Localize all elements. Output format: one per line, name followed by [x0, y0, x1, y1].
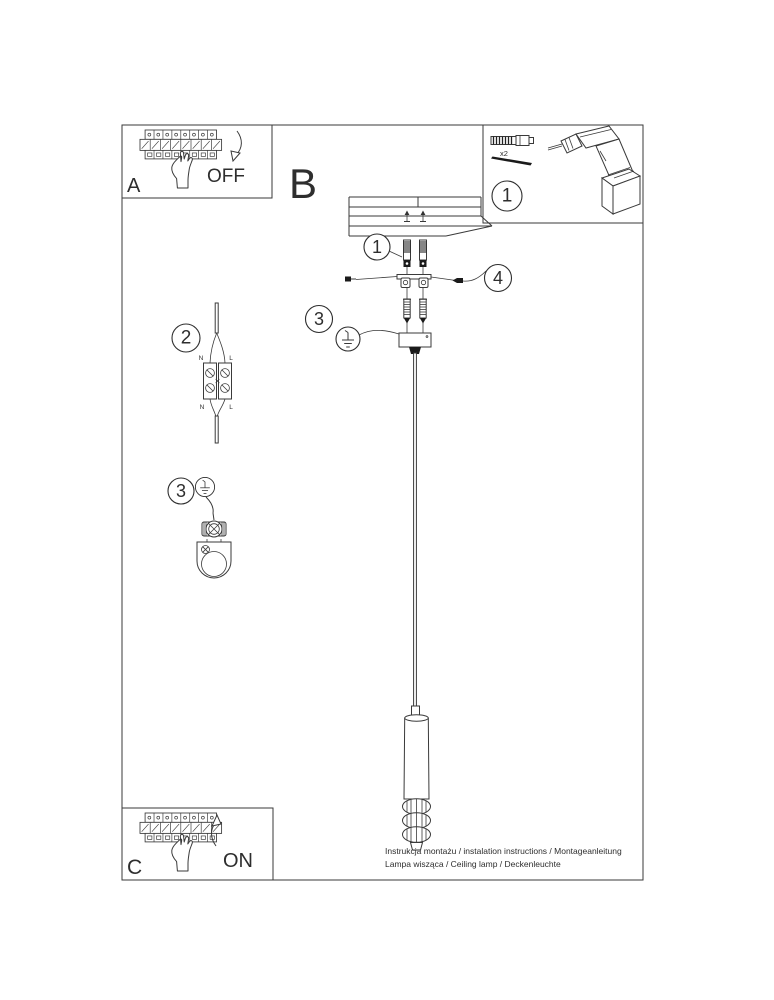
step1-badge	[363, 233, 391, 261]
wall-plug-horizontal-icon	[490, 135, 534, 146]
panel-a-label: A	[127, 175, 141, 197]
step4-leader	[462, 270, 487, 282]
step3-left-number: 3	[176, 481, 186, 501]
mounting-bracket	[396, 274, 432, 280]
lamp-decorative-rings	[402, 798, 431, 851]
step3-left-badge	[167, 477, 195, 505]
step3-number: 3	[314, 309, 324, 329]
central-assembly: 1 4 3	[304, 196, 513, 709]
footer-line2: Lampa wisząca / Ceiling lamp / Deckenleu…	[385, 859, 561, 869]
canopy	[398, 332, 432, 348]
left-screw-icon	[345, 276, 351, 282]
label-n-bottom: N	[200, 404, 205, 411]
step3-badge	[304, 304, 334, 334]
panel-a-box	[121, 124, 273, 199]
cable-bottom	[214, 415, 219, 444]
panel-c-state-on: ON	[223, 850, 253, 872]
step4-number: 4	[493, 268, 503, 288]
drill-icon	[547, 125, 642, 215]
step2-number: 2	[181, 328, 192, 349]
pendant-lamp	[402, 705, 431, 851]
page-frame	[121, 124, 644, 881]
ground-terminal-detail: 3	[167, 476, 232, 579]
ground-leader	[358, 329, 400, 336]
kit-step-badge	[491, 180, 523, 212]
wire-connector-detail: 2 N L N L	[171, 302, 233, 444]
panel-c-illustration	[139, 812, 223, 872]
cable-top	[214, 302, 219, 334]
footer-line1: Instrukcja montażu / instalation instruc…	[385, 846, 622, 856]
right-screw-icon	[452, 278, 457, 283]
label-n-top: N	[199, 355, 204, 362]
kit-contents: x2 1	[490, 125, 642, 215]
label-l-bottom: L	[229, 404, 233, 411]
arrow-down-icon	[230, 150, 241, 163]
section-b-label: B	[289, 160, 317, 207]
mounting-bracket-row: 4	[345, 263, 513, 293]
mounting-plate	[196, 541, 232, 579]
ground-screw-terminal	[201, 520, 227, 542]
kit-qty-label: x2	[500, 149, 508, 158]
panel-a-state-off: OFF	[207, 166, 245, 187]
panel-c-label: C	[127, 856, 142, 879]
lamp-tube	[403, 717, 430, 800]
kit-step-number: 1	[502, 186, 513, 207]
lamp-tip	[409, 842, 424, 851]
step1-leader	[388, 250, 403, 258]
panel-c-box	[121, 807, 274, 881]
arrow-up-icon	[211, 813, 222, 827]
ceiling-drawing	[348, 196, 493, 237]
step4-badge	[483, 263, 513, 293]
long-screw-icon	[491, 156, 532, 166]
step2-badge	[171, 323, 201, 353]
label-l-top: L	[229, 355, 233, 362]
cable-grip	[409, 347, 421, 354]
suspension-cable	[413, 352, 417, 709]
ground-wire	[205, 496, 214, 514]
step1-number: 1	[372, 237, 382, 257]
arrow-down-body	[235, 130, 242, 156]
kit-box	[482, 124, 644, 224]
panel-a-illustration	[139, 129, 242, 189]
